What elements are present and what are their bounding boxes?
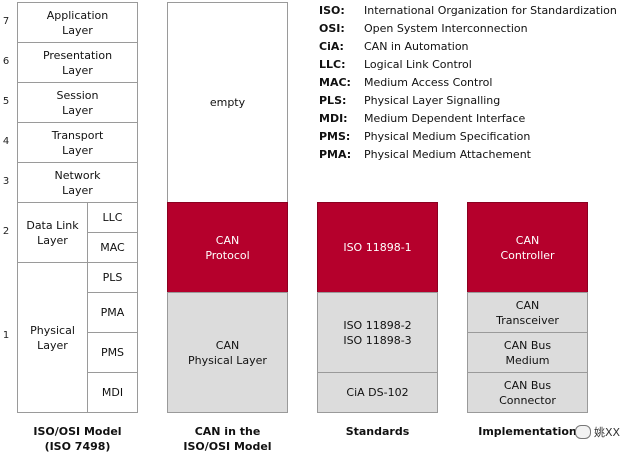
osi-pms-sublayer: PMS [87,332,138,373]
legend-key-cia: CiA: [319,40,344,53]
impl-can-transceiver: CAN Transceiver [467,292,588,333]
title-osi-model: ISO/OSI Model (ISO 7498) [33,425,122,453]
legend-value-cia: CAN in Automation [364,40,469,53]
osi-transport-layer: Transport Layer [17,122,138,163]
legend-value-mac: Medium Access Control [364,76,493,89]
impl-can-controller: CAN Controller [467,202,588,293]
impl-can-bus-medium: CAN Bus Medium [467,332,588,373]
layer-number-5: 5 [2,96,10,107]
legend-value-llc: Logical Link Control [364,58,472,71]
layer-number-3: 3 [2,176,10,187]
legend-key-mdi: MDI: [319,112,348,125]
layer-number-7: 7 [2,16,10,27]
layer-number-1: 1 [2,330,10,341]
can-protocol-block: CAN Protocol [167,202,288,293]
title-standards: Standards [345,425,410,438]
can-empty-block: empty [167,2,288,203]
osi-data-link-layer: Data Link Layer [17,202,88,263]
legend-key-osi: OSI: [319,22,345,35]
layer-number-6: 6 [2,56,10,67]
layer-number-2: 2 [2,226,10,237]
standard-cia-ds-102: CiA DS-102 [317,372,438,413]
osi-presentation-layer: Presentation Layer [17,42,138,83]
legend-value-pms: Physical Medium Specification [364,130,531,143]
legend-value-mdi: Medium Dependent Interface [364,112,526,125]
impl-can-bus-connector: CAN Bus Connector [467,372,588,413]
osi-pma-sublayer: PMA [87,292,138,333]
osi-physical-layer: Physical Layer [17,262,88,413]
wechat-icon [575,425,591,439]
legend-key-pms: PMS: [319,130,351,143]
legend-value-osi: Open System Interconnection [364,22,528,35]
legend-key-mac: MAC: [319,76,351,89]
osi-pls-sublayer: PLS [87,262,138,293]
legend-value-pls: Physical Layer Signalling [364,94,501,107]
watermark: 姚XX [575,424,620,440]
legend-key-pls: PLS: [319,94,347,107]
title-implementation: Implementation [478,425,577,438]
osi-session-layer: Session Layer [17,82,138,123]
standard-iso-11898-2-3: ISO 11898-2 ISO 11898-3 [317,292,438,373]
osi-network-layer: Network Layer [17,162,138,203]
can-physical-layer-block: CAN Physical Layer [167,292,288,413]
legend-key-llc: LLC: [319,58,346,71]
legend-key-iso: ISO: [319,4,345,17]
legend-value-iso: International Organization for Standardi… [364,4,617,17]
osi-application-layer: Application Layer [17,2,138,43]
osi-llc-sublayer: LLC [87,202,138,233]
watermark-text: 姚XX [594,426,621,439]
layer-number-4: 4 [2,136,10,147]
legend-value-pma: Physical Medium Attachement [364,148,531,161]
osi-mdi-sublayer: MDI [87,372,138,413]
osi-mac-sublayer: MAC [87,232,138,263]
standard-iso-11898-1: ISO 11898-1 [317,202,438,293]
title-can-in-osi: CAN in the ISO/OSI Model [183,425,272,453]
legend-key-pma: PMA: [319,148,352,161]
